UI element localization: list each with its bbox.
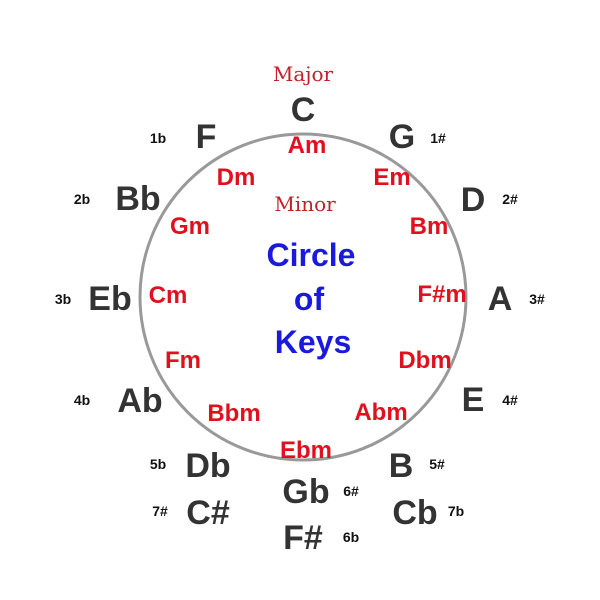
minor-key-fm: Fm — [165, 347, 201, 374]
major-key-fsharp: F# — [283, 519, 323, 557]
major-key-e: E — [462, 381, 485, 419]
title-line-1: Circle — [267, 237, 356, 273]
major-key-eb: Eb — [88, 280, 131, 318]
key-signature-cb: 7b — [448, 503, 464, 519]
major-heading: Major — [273, 62, 334, 86]
major-key-c: C — [291, 91, 316, 129]
key-signature-d: 2# — [502, 191, 518, 207]
key-signature-f: 1b — [150, 130, 166, 146]
key-signature-g: 1# — [430, 130, 446, 146]
major-key-gb: Gb — [282, 473, 329, 511]
major-key-db: Db — [185, 447, 230, 485]
major-key-bb: Bb — [115, 180, 160, 218]
key-signature-a: 3# — [529, 291, 545, 307]
key-signature-fsharp: 6b — [343, 529, 359, 545]
major-key-ab: Ab — [117, 382, 162, 420]
key-signature-eb: 3b — [55, 291, 71, 307]
major-key-a: A — [488, 280, 513, 318]
major-key-cb: Cb — [392, 494, 437, 532]
minor-key-bbm: Bbm — [207, 400, 260, 427]
minor-key-fsm: F#m — [417, 281, 466, 308]
key-signature-b: 5# — [429, 456, 445, 472]
minor-key-am: Am — [288, 132, 327, 159]
minor-key-ebm: Ebm — [280, 437, 332, 464]
minor-heading: Minor — [274, 192, 336, 216]
minor-key-cm: Cm — [149, 282, 188, 309]
key-signature-e: 4# — [502, 392, 518, 408]
minor-key-em: Em — [373, 164, 410, 191]
major-key-b: B — [389, 447, 414, 485]
key-signature-ab: 4b — [74, 392, 90, 408]
minor-key-dm: Dm — [217, 164, 256, 191]
major-key-d: D — [461, 181, 486, 219]
key-signature-db: 5b — [150, 456, 166, 472]
minor-key-gm: Gm — [170, 213, 210, 240]
major-key-g: G — [389, 118, 415, 156]
key-signature-csharp: 7# — [152, 503, 168, 519]
title-line-2: of — [294, 281, 325, 317]
minor-key-dbm: Dbm — [398, 347, 451, 374]
major-key-f: F — [196, 118, 217, 156]
key-signature-bb: 2b — [74, 191, 90, 207]
circle-outline — [138, 132, 468, 462]
minor-key-abm: Abm — [354, 399, 407, 426]
minor-key-bm: Bm — [410, 213, 449, 240]
major-key-csharp: C# — [186, 494, 230, 532]
title-line-3: Keys — [275, 324, 352, 360]
key-signature-gb: 6# — [343, 483, 359, 499]
